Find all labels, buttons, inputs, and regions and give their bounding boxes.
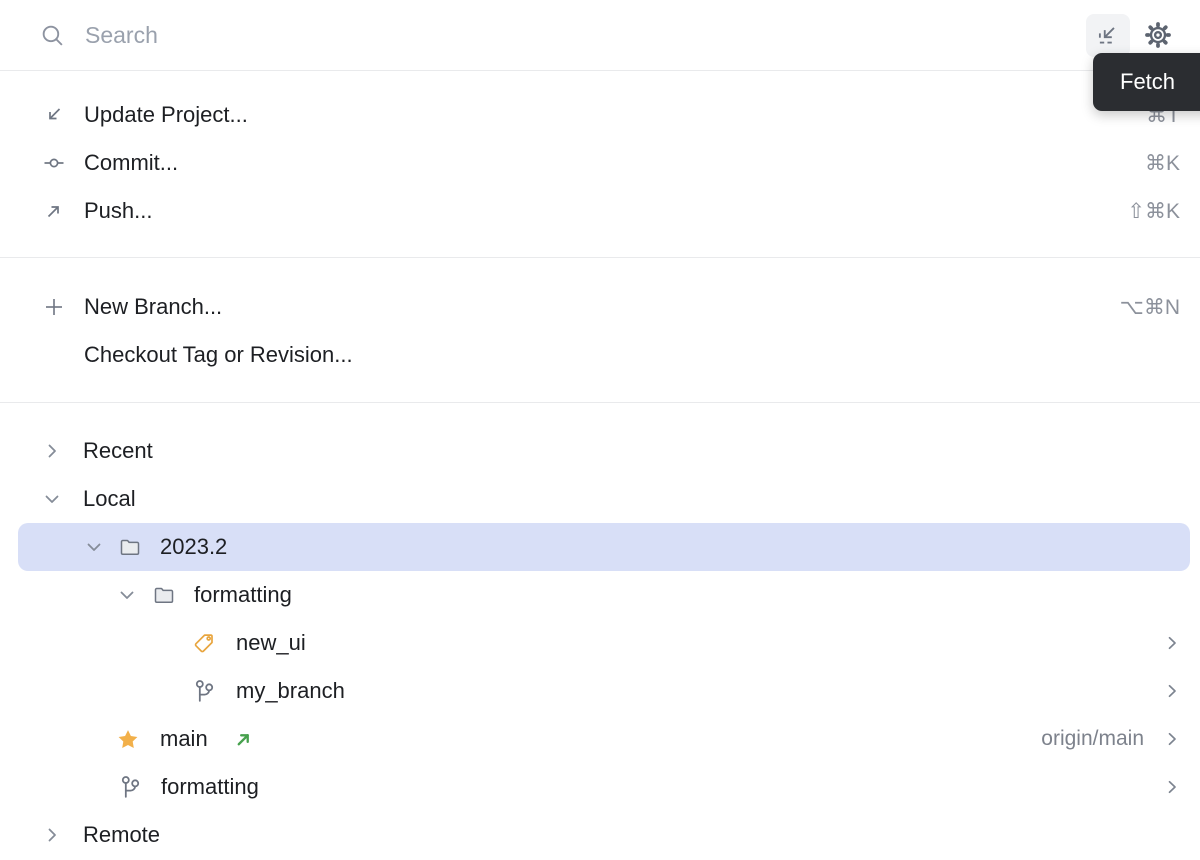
- submenu-chevron-icon[interactable]: [1164, 779, 1180, 795]
- tree-node-label: formatting: [161, 774, 259, 799]
- menu-item-label: Push...: [84, 198, 153, 223]
- tree-node-formatting-group[interactable]: formatting: [0, 571, 1200, 619]
- git-actions-section: Update Project... ⌘T Commit... ⌘K Push..…: [0, 71, 1200, 257]
- menu-item-label: Commit...: [84, 150, 179, 175]
- tree-node-label: Recent: [83, 438, 153, 463]
- folder-icon: [152, 583, 176, 607]
- chevron-right-icon[interactable]: [40, 439, 64, 463]
- menu-item-commit[interactable]: Commit... ⌘K: [0, 139, 1200, 187]
- push-icon: [42, 199, 66, 223]
- chevron-right-icon[interactable]: [40, 823, 64, 847]
- plus-icon: [42, 295, 66, 319]
- menu-item-shortcut: ⇧⌘K: [1127, 199, 1180, 223]
- gear-icon: [1145, 22, 1171, 48]
- divider: [0, 402, 1200, 403]
- menu-item-checkout-tag[interactable]: Checkout Tag or Revision...: [0, 331, 1200, 379]
- tree-node-label: main: [160, 726, 208, 751]
- menu-item-label: Update Project...: [84, 102, 248, 127]
- tree-node-my-branch[interactable]: my_branch: [0, 667, 1200, 715]
- tree-node-label: new_ui: [236, 630, 306, 655]
- tree-node-label: my_branch: [236, 678, 345, 703]
- fetch-icon: [1098, 27, 1115, 44]
- tree-node-new-ui[interactable]: new_ui: [0, 619, 1200, 667]
- favorite-star-icon[interactable]: [116, 727, 140, 751]
- fetch-tooltip-label: Fetch: [1120, 69, 1176, 94]
- folder-icon: [118, 535, 142, 559]
- update-project-icon: [42, 103, 66, 127]
- tree-node-label: Local: [83, 486, 136, 511]
- fetch-tooltip: Fetch: [1093, 53, 1200, 111]
- chevron-down-icon[interactable]: [40, 487, 64, 511]
- tree-node-label: formatting: [194, 582, 292, 607]
- submenu-chevron-icon[interactable]: [1164, 635, 1180, 651]
- search-icon: [40, 23, 65, 48]
- tag-icon: [192, 631, 216, 655]
- tree-node-formatting-branch[interactable]: formatting: [0, 763, 1200, 811]
- icon-spacer: [42, 343, 66, 367]
- tree-node-label: 2023.2: [160, 534, 228, 559]
- chevron-down-icon[interactable]: [82, 535, 106, 559]
- submenu-chevron-icon[interactable]: [1164, 731, 1180, 747]
- branches-tree: Recent Local 2023.2: [0, 403, 1200, 859]
- menu-item-new-branch[interactable]: New Branch... ⌥⌘N: [0, 283, 1200, 331]
- divider: [0, 257, 1200, 258]
- branch-actions-section: New Branch... ⌥⌘N Checkout Tag or Revisi…: [0, 258, 1200, 402]
- settings-button[interactable]: [1143, 20, 1173, 50]
- tree-node-main[interactable]: main origin/main: [0, 715, 1200, 763]
- menu-item-shortcut: ⌥⌘N: [1119, 295, 1180, 319]
- menu-item-label: New Branch...: [84, 294, 223, 319]
- search-input[interactable]: [85, 21, 1086, 49]
- branch-icon: [118, 775, 142, 799]
- submenu-chevron-icon[interactable]: [1164, 683, 1180, 699]
- menu-item-label: Checkout Tag or Revision...: [84, 342, 353, 367]
- fetch-button[interactable]: [1086, 13, 1130, 57]
- search-bar: [0, 0, 1200, 71]
- tree-node-local[interactable]: Local: [0, 475, 1200, 523]
- chevron-down-icon[interactable]: [115, 583, 139, 607]
- branch-icon: [192, 679, 216, 703]
- tree-node-remote[interactable]: Remote: [0, 811, 1200, 859]
- tree-node-2023-2-selected[interactable]: 2023.2: [18, 523, 1190, 571]
- tracking-branch-label: origin/main: [1041, 727, 1144, 750]
- menu-item-update-project[interactable]: Update Project... ⌘T: [0, 91, 1200, 139]
- tree-node-label: Remote: [83, 822, 161, 847]
- tree-node-recent[interactable]: Recent: [0, 427, 1200, 475]
- outgoing-commits-icon: [234, 730, 253, 749]
- commit-icon: [42, 151, 66, 175]
- menu-item-shortcut: ⌘K: [1144, 151, 1180, 175]
- menu-item-push[interactable]: Push... ⇧⌘K: [0, 187, 1200, 235]
